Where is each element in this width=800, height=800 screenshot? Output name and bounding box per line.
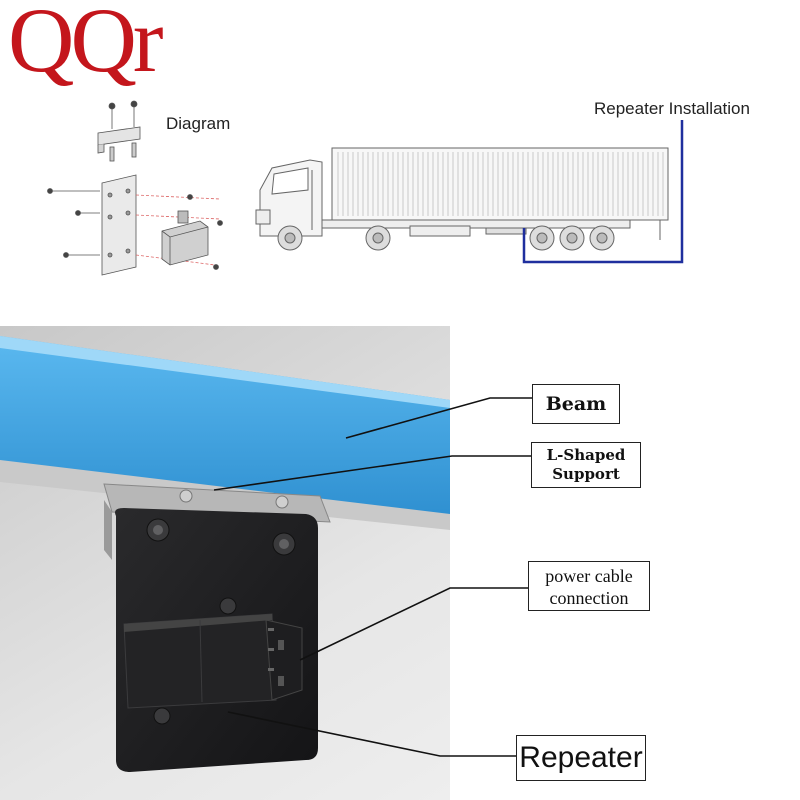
- route-polyline: [522, 120, 684, 264]
- power-cable-callout: power cable connection: [528, 561, 650, 611]
- l-shaped-support-line1: L-Shaped: [546, 446, 626, 464]
- mounted-repeater-photo: [0, 326, 800, 800]
- power-cable-line1: power cable: [545, 566, 633, 586]
- brand-logo: QQr: [8, 0, 164, 91]
- l-shaped-support-line2: Support: [552, 465, 620, 483]
- exploded-assembly-diagram: [47, 100, 223, 276]
- l-shaped-support-callout: L-Shaped Support: [531, 442, 641, 488]
- power-cable-line2: connection: [549, 588, 629, 608]
- truck-trailer-drawing: [255, 147, 669, 251]
- repeater-installation-label: Repeater Installation: [594, 99, 750, 118]
- install-route-line: [522, 120, 684, 264]
- repeater-device: [123, 613, 303, 709]
- repeater-callout: Repeater: [516, 735, 646, 781]
- beam-callout: Beam: [532, 384, 620, 424]
- diagram-label: Diagram: [166, 114, 231, 133]
